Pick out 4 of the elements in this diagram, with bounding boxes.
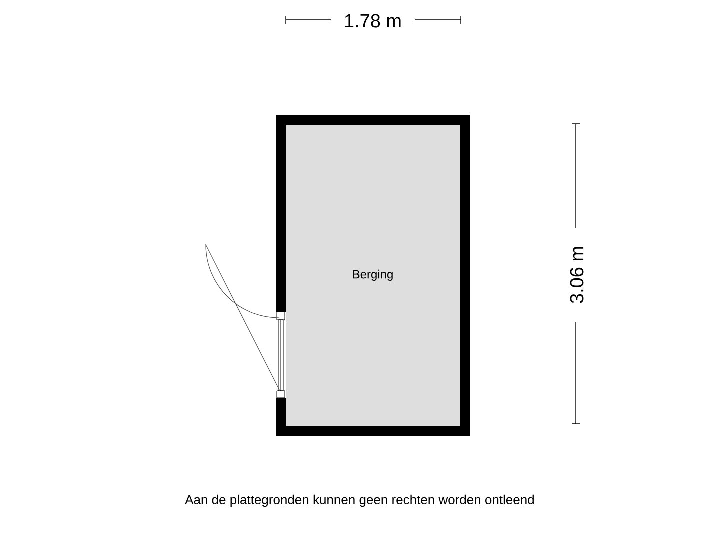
dimension-label: 1.78 m [345,14,401,28]
room-box: Berging [286,125,460,426]
dimension-label: 3.06 m [570,247,584,304]
disclaimer-note: Aan de plattegronden kunnen geen rechten worden ontleend [185,494,534,508]
